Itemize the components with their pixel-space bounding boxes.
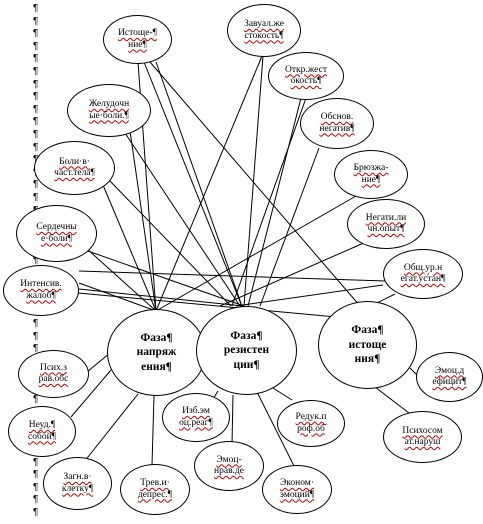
connector-line xyxy=(155,195,357,312)
connector-line xyxy=(155,61,244,310)
connector-line xyxy=(235,284,384,307)
paragraph-mark: ¶ xyxy=(33,116,39,128)
connector-line xyxy=(84,249,245,307)
paragraph-mark: ¶ xyxy=(33,179,39,191)
paragraph-mark: ¶ xyxy=(33,255,39,266)
connector-line xyxy=(374,386,410,414)
node-zagn: Загн.в·клетку¶ xyxy=(43,457,112,510)
connector-line xyxy=(129,130,157,312)
paragraph-mark: ¶ xyxy=(33,53,39,65)
connector-line xyxy=(85,247,157,312)
paragraph-mark: ¶ xyxy=(33,78,39,90)
node-intens: Интенсив.жалоб¶ xyxy=(3,265,79,316)
node-istoshe: Истоще-¶ние¶ xyxy=(103,15,172,64)
paragraph-mark: ¶ xyxy=(33,15,39,27)
paragraph-mark: ¶ xyxy=(33,494,39,506)
paragraph-mark: ¶ xyxy=(33,129,39,140)
node-boli: Боли·в·част.тела¶ xyxy=(34,141,115,195)
connector-line xyxy=(272,387,293,401)
paragraph-mark: ¶ xyxy=(33,456,39,468)
connector-line xyxy=(231,394,234,445)
connector-line xyxy=(78,288,244,307)
paragraph-mark: ¶ xyxy=(33,3,39,14)
connector-line xyxy=(83,393,139,463)
connector-line xyxy=(108,179,232,307)
connector-line xyxy=(78,270,387,282)
paragraph-mark: ¶ xyxy=(33,91,39,103)
paragraph-mark: ¶ xyxy=(33,393,39,405)
paragraph-mark: ¶ xyxy=(33,469,39,481)
connector-line xyxy=(149,61,361,307)
node-obosnov: Обснов.негатив¶ xyxy=(300,98,374,149)
paragraph-mark: ¶ xyxy=(33,318,39,329)
connector-line xyxy=(231,97,307,307)
connector-line xyxy=(155,55,263,312)
paragraph-mark: ¶ xyxy=(33,141,39,153)
paragraph-mark: ¶ xyxy=(33,192,39,203)
node-bruzh: Брюзжа-ние¶ xyxy=(334,150,408,199)
paragraph-mark: ¶ xyxy=(33,103,39,115)
connector-line xyxy=(86,352,111,373)
connector-line xyxy=(143,61,244,310)
connector-line xyxy=(77,292,337,318)
connector-line xyxy=(151,395,155,466)
node-trev: Трев.и·депрес.¶ xyxy=(120,464,190,515)
paragraph-mark: ¶ xyxy=(33,343,39,355)
paragraph-mark: ¶ xyxy=(33,507,39,518)
paragraph-mark: ¶ xyxy=(33,40,39,52)
connector-line xyxy=(102,184,157,312)
connector-line xyxy=(247,97,302,307)
paragraph-mark: ¶ xyxy=(33,28,39,40)
node-emoc-nrav: Эмоц-нрав.де xyxy=(194,441,264,491)
connector-line xyxy=(219,241,367,307)
paragraph-mark: ¶ xyxy=(33,481,39,493)
paragraph-mark: ¶ xyxy=(33,66,39,77)
node-neud: Неуд.¶собой¶ xyxy=(8,406,76,457)
paragraph-mark: ¶ xyxy=(33,330,39,342)
connector-line xyxy=(256,391,295,467)
connector-line xyxy=(70,369,112,418)
connector-line xyxy=(259,147,320,307)
node-ekonom: Эконом·эмоций¶ xyxy=(262,465,332,514)
connector-line xyxy=(124,132,241,307)
